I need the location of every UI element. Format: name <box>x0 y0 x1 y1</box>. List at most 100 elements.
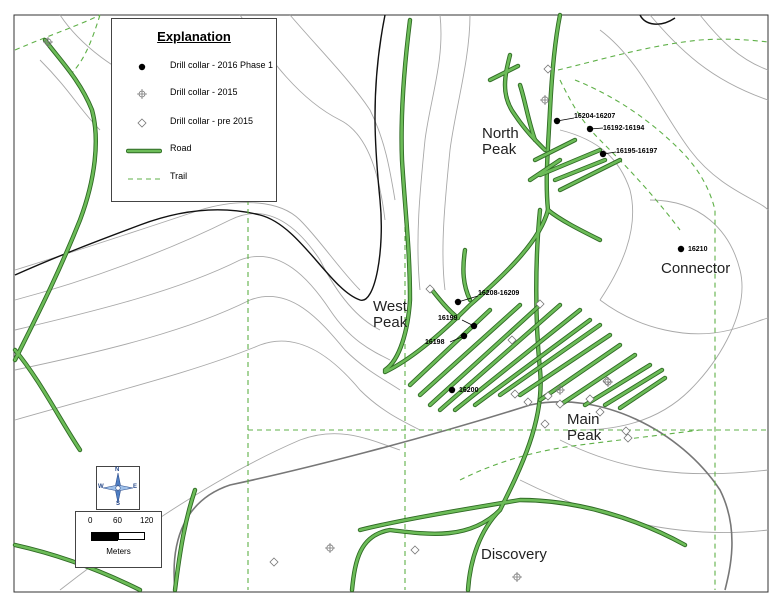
contour-line <box>14 340 421 431</box>
hole-label: 16192-16194 <box>603 125 645 132</box>
road-icon <box>126 148 162 154</box>
legend-label: Road <box>170 143 192 153</box>
place-label-connector: Connector <box>661 260 731 277</box>
scale-tick-120: 120 <box>140 516 154 525</box>
contour-line <box>14 255 391 361</box>
black-boundary-line <box>639 14 676 25</box>
hole-label: 16195-16197 <box>616 148 658 155</box>
contour-line <box>559 439 769 475</box>
compass-rose-icon <box>102 472 134 504</box>
place-label-discovery: Discovery <box>481 546 547 563</box>
compass-w: W <box>98 484 104 490</box>
trail-line <box>557 38 769 71</box>
drill-collar-pre2015-icon <box>585 394 595 404</box>
drill-collars-pre2015 <box>269 64 633 567</box>
drill-collars-2015 <box>43 37 613 582</box>
hole-label: 16198 <box>425 339 445 346</box>
north-arrow: N S E W <box>96 466 140 510</box>
compass-e: E <box>133 484 138 490</box>
grey-road <box>173 401 733 591</box>
legend-label: Trail <box>170 171 188 181</box>
contour-line <box>14 202 361 291</box>
compass-s: S <box>116 501 121 507</box>
map-frame <box>13 14 769 593</box>
contour-line <box>442 14 471 291</box>
hole-label: 16200 <box>459 387 479 394</box>
legend-label: Drill collar - pre 2015 <box>170 116 254 126</box>
drill-collar-pre2015-icon <box>425 284 435 294</box>
label-leaders <box>449 117 617 343</box>
scale-segment-dark <box>91 532 118 541</box>
drill-collars-2016 <box>448 117 685 394</box>
scale-segment-light <box>118 532 145 540</box>
drill-collar-pre2015-icon <box>540 419 550 429</box>
place-label-line: West <box>373 298 407 315</box>
scale-tick-0: 0 <box>88 516 93 525</box>
trails <box>14 14 769 590</box>
drill-collar-2015-icon <box>137 89 147 99</box>
drill-collar-pre2015-icon <box>137 118 147 128</box>
drill-collar-pre2015-icon <box>543 64 553 74</box>
legend-label: Drill collar - 2016 Phase 1 <box>170 60 274 70</box>
hole-label: 16204-16207 <box>574 113 616 120</box>
legend-item-road: Road <box>112 142 276 158</box>
legend-item-pre2015: Drill collar - pre 2015 <box>112 115 276 131</box>
drill-collar-pre2015-icon <box>623 433 633 443</box>
drill-collar-pre2015-icon <box>602 376 612 386</box>
contour-line <box>649 14 769 101</box>
drill-collar-pre2015-icon <box>543 391 553 401</box>
contour-line <box>14 213 381 331</box>
trail-line <box>559 79 681 231</box>
compass-n: N <box>115 467 120 473</box>
drill-collar-pre2015-icon <box>621 426 631 436</box>
hole-label: 16210 <box>688 246 708 253</box>
legend-item-2016: Drill collar - 2016 Phase 1 <box>112 59 276 75</box>
drill-collar-2016-icon <box>138 63 146 71</box>
contour-line <box>699 14 769 71</box>
contour-line <box>599 29 769 211</box>
scale-unit: Meters <box>106 547 131 556</box>
trail-line <box>459 429 701 481</box>
grey-roads <box>173 401 733 591</box>
legend: Explanation Drill collar - 2016 Phase 1 … <box>111 18 277 202</box>
drill-collar-pre2015-icon <box>510 389 520 399</box>
place-label-line: North <box>482 125 519 142</box>
trail-line <box>574 79 716 590</box>
contour-line <box>289 14 396 201</box>
place-label-west-peak: West Peak <box>373 299 407 331</box>
scale-bar: 0 60 120 Meters <box>75 511 162 568</box>
contour-line <box>599 299 769 335</box>
boundary-lines <box>14 14 676 301</box>
drill-collar-pre2015-icon <box>595 407 605 417</box>
place-label-line: Peak <box>482 141 517 158</box>
place-label-line: Peak <box>567 427 602 444</box>
roads <box>12 12 688 593</box>
contour-line <box>417 14 442 291</box>
place-label-main-peak: Main Peak <box>567 412 601 444</box>
drill-collar-pre2015-icon <box>269 557 279 567</box>
trail-icon <box>128 178 160 180</box>
drill-collar-pre2015-icon <box>535 299 545 309</box>
hole-label: 16199 <box>438 315 458 322</box>
place-label-north-peak: North Peak <box>482 126 519 158</box>
contour-line <box>559 129 634 301</box>
drill-collar-2016-icon <box>677 245 685 253</box>
drill-collar-pre2015-icon <box>410 545 420 555</box>
hole-label: 16208-16209 <box>478 290 520 297</box>
place-label-line: Peak <box>373 314 408 331</box>
drill-collar-pre2015-icon <box>523 397 533 407</box>
trail-line <box>14 14 101 51</box>
drill-collar-pre2015-icon <box>507 335 517 345</box>
scale-tick-60: 60 <box>113 516 122 525</box>
legend-item-trail: Trail <box>112 170 276 186</box>
trail-line <box>69 14 101 76</box>
legend-title: Explanation <box>157 29 231 44</box>
drill-collar-pre2015-icon <box>555 399 565 409</box>
drill-collar-2016-icon <box>448 386 456 394</box>
place-label-line: Main <box>567 411 600 428</box>
black-boundary-line <box>14 14 386 301</box>
contour-line <box>14 295 401 391</box>
legend-label: Drill collar - 2015 <box>170 87 238 97</box>
